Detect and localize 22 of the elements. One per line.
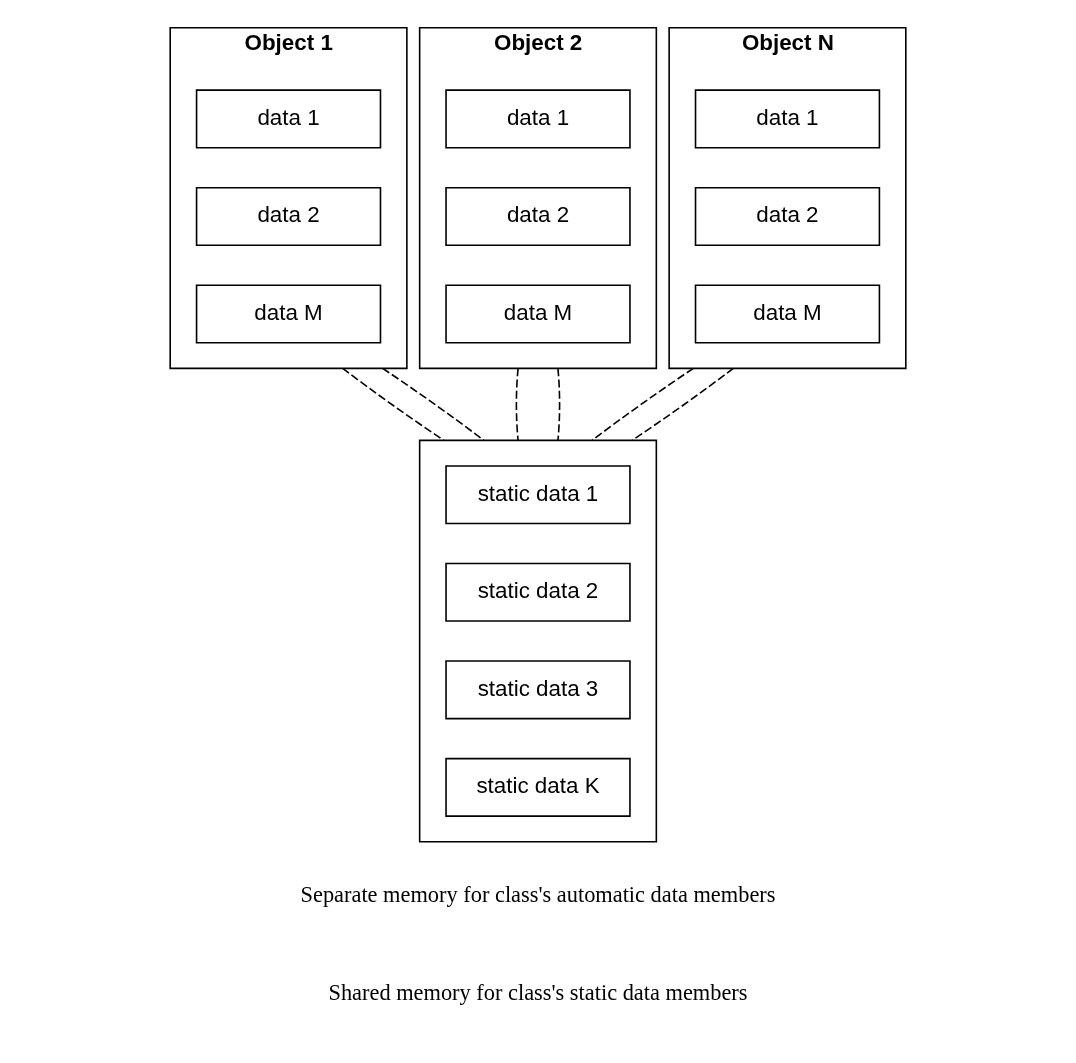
node-box: data M [694, 284, 881, 344]
node-box: data 2 [694, 186, 881, 247]
node-box: data 2 [445, 186, 631, 247]
node-box: static data 1 [445, 465, 631, 525]
node-box: data 1 [195, 89, 382, 149]
connector [341, 367, 445, 442]
connector [381, 367, 485, 442]
node-box: static data 2 [445, 562, 631, 622]
node-box: data M [445, 284, 631, 344]
connector [557, 367, 561, 442]
cluster [418, 439, 658, 843]
node-box: static data K [445, 757, 631, 817]
connector [515, 367, 519, 442]
label: Shared memory for class's static data members [328, 979, 748, 1005]
connector [591, 367, 695, 442]
label: Separate memory for class's automatic data members [300, 882, 776, 908]
node-box: data 1 [694, 89, 881, 149]
node-box: data M [195, 284, 382, 344]
node-box: static data 3 [445, 660, 631, 720]
node-box: data 2 [195, 186, 382, 247]
connector [631, 367, 735, 442]
node-box: data 1 [445, 89, 631, 149]
